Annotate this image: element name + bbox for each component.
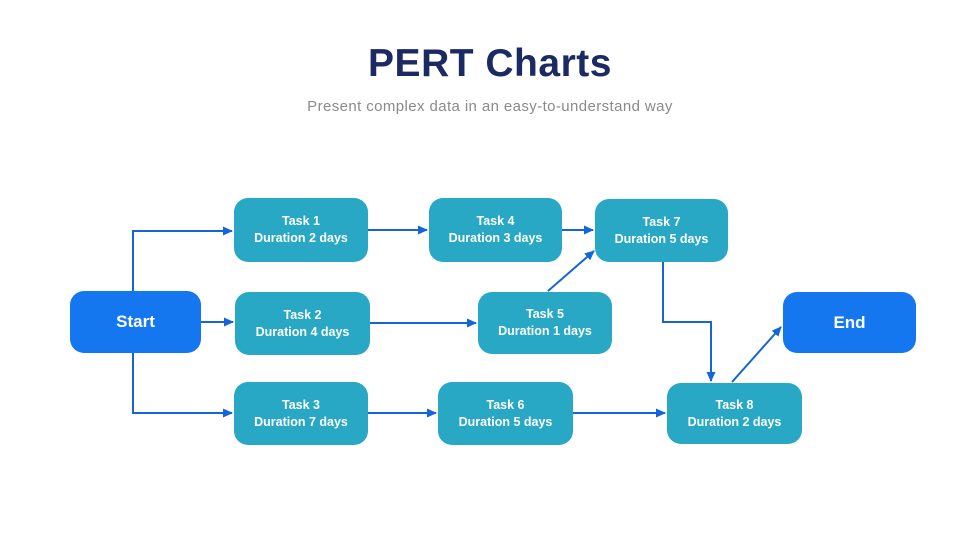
task-duration: Duration 2 days	[254, 231, 348, 245]
connector-start-task3	[132, 353, 233, 418]
task-name: Task 7	[642, 214, 681, 229]
task-name: Task 3	[282, 397, 320, 412]
task-duration: Duration 5 days	[458, 414, 553, 429]
node-task-7: Task 7 Duration 5 days	[595, 199, 728, 262]
task-duration: Duration 7 days	[254, 414, 348, 429]
task-name: Task 8	[715, 397, 754, 412]
task-name: Task 5	[526, 307, 564, 322]
connector-start-task1	[132, 226, 233, 291]
task-name: Task 4	[476, 214, 515, 229]
node-task-3: Task 3 Duration 7 days	[234, 382, 368, 445]
task-name: Task 1	[282, 214, 320, 229]
node-start-label: Start	[116, 312, 155, 331]
node-task-5: Task 5 Duration 1 days	[478, 292, 612, 354]
node-task-8: Task 8 Duration 2 days	[667, 383, 802, 444]
task-duration: Duration 5 days	[614, 231, 709, 246]
task-duration: Duration 2 days	[687, 414, 782, 429]
task-name: Task 6	[486, 397, 525, 412]
node-start: Start	[70, 291, 201, 353]
node-end: End	[783, 292, 916, 353]
connector-task8-end	[731, 326, 782, 383]
node-task-1: Task 1 Duration 2 days	[234, 198, 368, 262]
task-duration: Duration 1 days	[498, 324, 592, 338]
page-subtitle: Present complex data in an easy-to-under…	[307, 98, 673, 115]
node-task-6: Task 6 Duration 5 days	[438, 382, 573, 445]
node-task-4: Task 4 Duration 3 days	[429, 198, 562, 262]
page-title: PERT Charts	[368, 42, 612, 85]
slide-header: PERT Charts Present complex data in an e…	[0, 42, 980, 115]
node-end-label: End	[833, 312, 866, 332]
task-name: Task 2	[283, 307, 322, 322]
node-task-2: Task 2 Duration 4 days	[235, 292, 370, 355]
task-duration: Duration 4 days	[255, 324, 350, 339]
connector-task7-task8	[662, 262, 716, 382]
task-duration: Duration 3 days	[448, 231, 543, 245]
